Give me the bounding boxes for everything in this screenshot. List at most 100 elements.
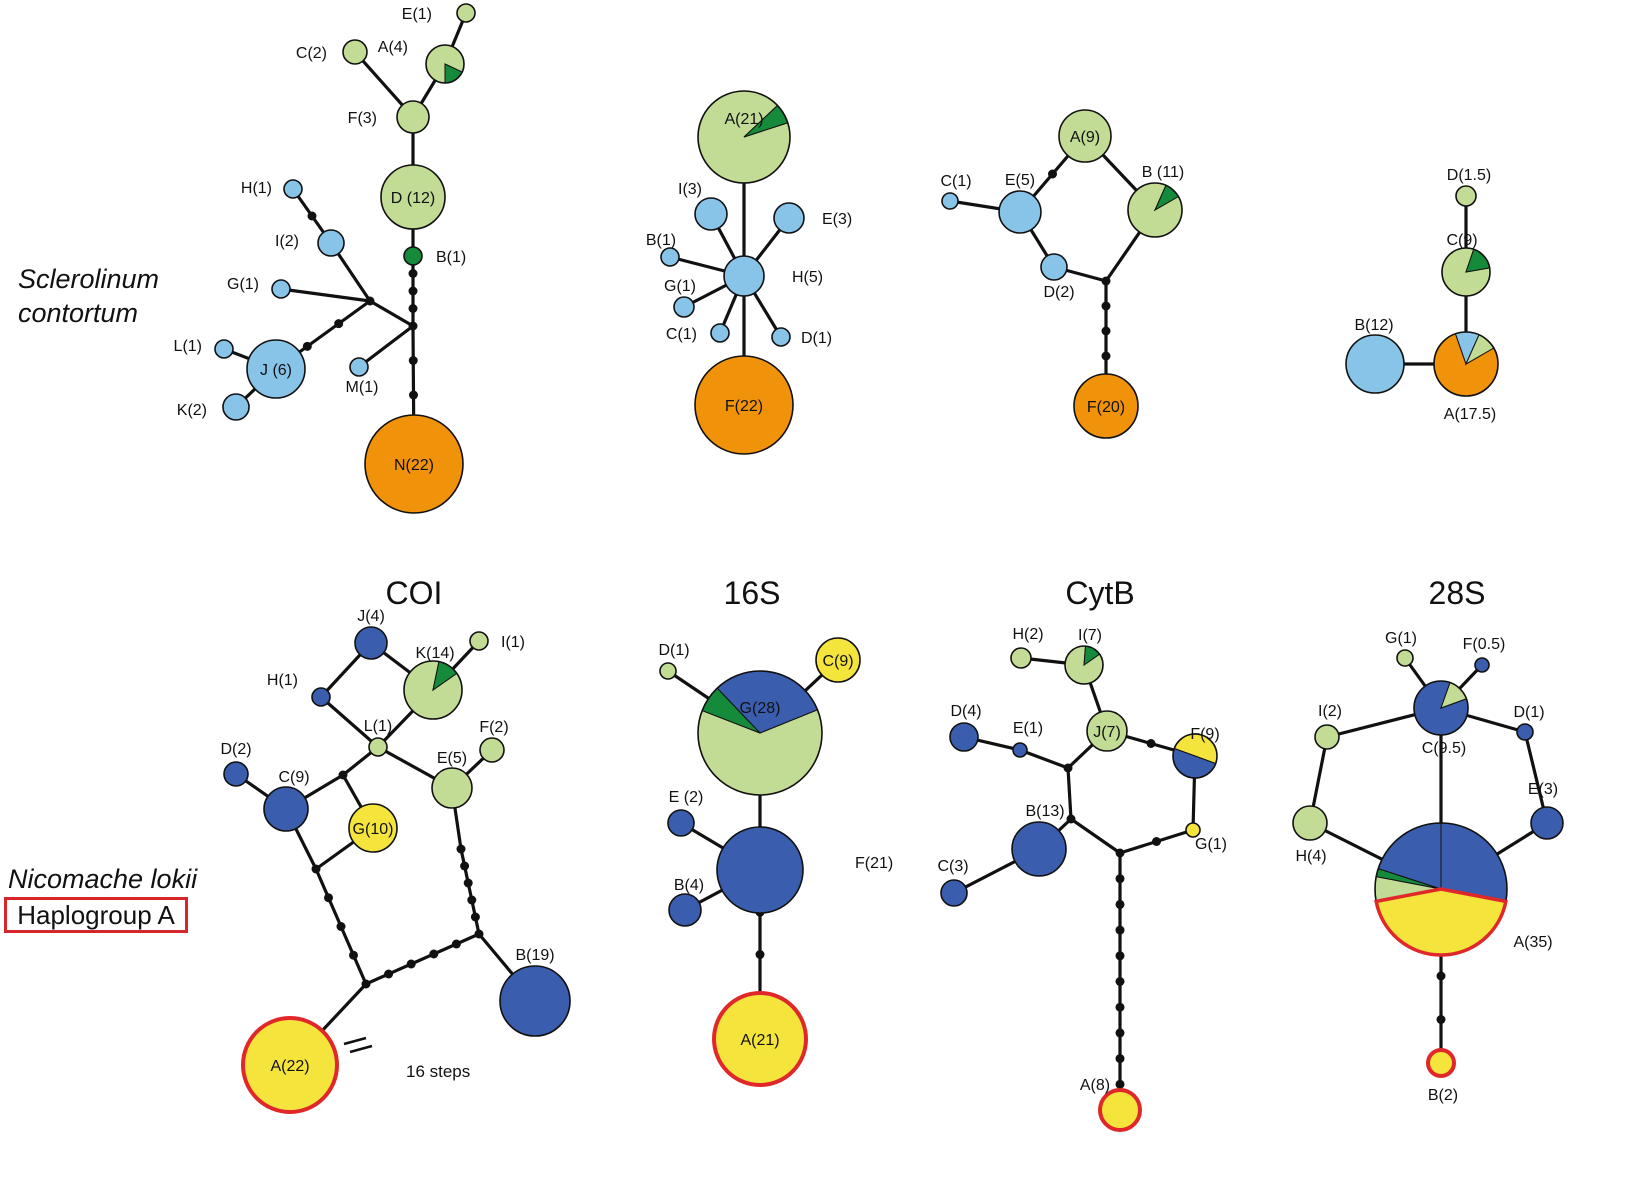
nicomache-lokii-28s-haplotype-b-haplogroup-outline [1426,1048,1456,1078]
median-vector-dot [408,321,418,331]
sclerolinum-contortum-16s-haplotype-a-label: A(21) [724,111,763,128]
mutation-step-dot [1152,837,1161,846]
mutation-step-dot [1436,971,1446,981]
sclerolinum-contortum-cytb-haplotype-e [998,190,1042,234]
nicomache-lokii-cytb-haplotype-j-label: J(7) [1093,724,1121,741]
mutation-step-dot [349,950,358,960]
nicomache-lokii-16s-haplotype-d [659,662,677,680]
sclerolinum-contortum-coi-haplotype-e-label: E(1) [402,6,432,23]
nicomache-lokii-cytb-haplotype-f-label: F(9) [1190,726,1219,743]
mutation-step-dot [1101,301,1111,311]
mutation-step-dot [755,950,765,959]
nicomache-lokii-16s-haplotype-b [668,893,702,927]
sclerolinum-contortum-coi-haplotype-n-label: N(22) [394,457,434,474]
sclerolinum-contortum-16s-haplotype-h-label: H(5) [792,269,823,286]
mutation-step-dot [384,969,394,979]
sclerolinum-contortum-cytb-haplotype-f [1073,373,1139,439]
nicomache-lokii-coi-haplotype-g [348,803,398,853]
sclerolinum-contortum-16s-haplotype-f [694,355,794,455]
nicomache-lokii-16s-haplotype-e-label: E (2) [669,789,704,806]
median-vector-dot [365,296,375,306]
sclerolinum-contortum-16s-haplotype-b-label: B(1) [646,232,676,249]
species-label-nicomache: Nicomache lokii [8,864,198,894]
mutation-step-dot [1115,925,1125,935]
mutation-step-dot [1048,169,1057,179]
nicomache-lokii-coi-haplotype-a-haplogroup-outline [241,1016,339,1114]
nicomache-lokii-coi-haplotype-e-label: E(5) [437,750,467,767]
sclerolinum-contortum-16s-haplotype-c-label: C(1) [666,326,697,343]
sclerolinum-contortum-cytb-haplotype-a [1058,109,1112,163]
sclerolinum-contortum-16s-haplotype-d-label: D(1) [801,330,832,347]
sclerolinum-contortum-cytb-haplotype-c-label: C(1) [940,173,971,190]
sclerolinum-contortum-coi-haplotype-b [403,246,423,266]
nicomache-lokii-coi-haplotype-c-label: C(9) [278,769,309,786]
nicomache-lokii-28s-haplotype-h-label: H(4) [1295,848,1326,865]
sclerolinum-contortum-28s-haplotype-b-label: B(12) [1354,317,1393,334]
median-vector-dot [338,770,348,780]
sclerolinum-contortum-coi-haplotype-f-label: F(3) [348,110,377,127]
sclerolinum-contortum-coi-haplotype-g-label: G(1) [227,276,259,293]
mutation-step-dot [1115,1028,1125,1038]
nicomache-lokii-cytb-haplotype-g-label: G(1) [1195,836,1227,853]
nicomache-lokii-28s-haplotype-e-label: E(3) [1528,781,1558,798]
mutation-step-dot [408,286,418,296]
median-vector-dot [1115,848,1125,858]
mutation-step-dot [1115,1079,1125,1089]
sclerolinum-contortum-coi-haplotype-f [396,100,430,134]
nicomache-lokii-coi-edge-j4-j5 [365,932,480,986]
steps-note: 16 steps [406,1062,470,1081]
sclerolinum-contortum-cytb-haplotype-f-label: F(20) [1087,399,1125,416]
sclerolinum-contortum-coi-haplotype-m-label: M(1) [346,379,379,396]
nicomache-lokii-cytb-haplotype-a-label: A(8) [1080,1077,1110,1094]
nicomache-lokii-coi-haplotype-i [469,631,489,651]
nicomache-lokii-coi-haplotype-k-label: K(14) [415,645,454,662]
nicomache-lokii-coi-haplotype-b-label: B(19) [515,947,554,964]
mutation-step-dot [324,893,333,903]
mutation-step-dot [460,861,470,871]
nicomache-lokii-cytb-haplotype-e [1012,742,1028,758]
sclerolinum-contortum-coi-haplotype-n [364,414,464,514]
nicomache-lokii-cytb-haplotype-e-label: E(1) [1013,720,1043,737]
nicomache-lokii-coi-haplotype-d-label: D(2) [220,741,251,758]
median-vector-dot [1063,763,1073,773]
nicomache-lokii-coi-haplotype-j-label: J(4) [357,608,385,625]
sclerolinum-contortum-16s-haplotype-g [673,296,695,318]
sclerolinum-contortum-coi-haplotype-l-label: L(1) [174,338,202,355]
nicomache-lokii-28s-haplotype-d [1516,723,1534,741]
column-header-cytb: CytB [1065,575,1134,611]
mutation-step-dot [1115,874,1125,884]
sclerolinum-contortum-coi-haplotype-i-label: I(2) [275,233,299,250]
sclerolinum-contortum-coi-haplotype-m [349,357,369,377]
nicomache-lokii-28s-haplotype-d-label: D(1) [1513,704,1544,721]
sclerolinum-contortum-28s-haplotype-c-label: C(9) [1446,232,1477,249]
nicomache-lokii-cytb-haplotype-c-label: C(3) [937,858,968,875]
nicomache-lokii-16s-haplotype-d-label: D(1) [658,642,689,659]
nicomache-lokii-cytb-haplotype-b-label: B(13) [1025,803,1064,820]
sclerolinum-contortum-cytb-haplotype-d-label: D(2) [1043,284,1074,301]
nicomache-lokii-28s-haplotype-h [1292,805,1328,841]
sclerolinum-contortum-coi-haplotype-d-label: D (12) [391,190,435,207]
nicomache-lokii-coi-haplotype-b [499,965,571,1037]
nicomache-lokii-cytb-haplotype-j [1086,710,1128,752]
nicomache-lokii-coi-haplotype-a-label: A(22) [270,1058,309,1075]
sclerolinum-contortum-16s-haplotype-e-label: E(3) [822,211,852,228]
nicomache-lokii-28s-haplotype-i [1314,724,1340,750]
nicomache-lokii-coi-haplotype-l-label: L(1) [364,718,392,735]
sclerolinum-contortum-coi-haplotype-l [214,339,234,359]
species-label-sclerolinum-line1: Sclerolinum [18,264,160,294]
haplotype-labels: E(1)A(4)C(2)F(3)D (12)B(1)H(1)I(2)G(1)L(… [174,6,1559,1104]
nicomache-lokii-coi-haplotype-e [431,767,473,809]
median-vector-dot [311,864,321,874]
nicomache-lokii-16s-haplotype-b-label: B(4) [674,877,704,894]
mutation-step-dot [451,939,461,949]
mutation-step-dot [408,356,418,365]
mutation-step-dot [463,878,473,888]
nicomache-lokii-coi-haplotype-d [223,761,249,787]
species-label-sclerolinum: Sclerolinum contortum [18,262,159,330]
nicomache-lokii-16s-haplotype-e [667,809,695,837]
sclerolinum-contortum-cytb-haplotype-b-label: B (11) [1142,164,1184,181]
sclerolinum-contortum-16s-haplotype-b [660,247,680,267]
nicomache-lokii-coi-haplotype-j [354,626,388,660]
sclerolinum-contortum-28s-haplotype-d [1455,185,1477,207]
